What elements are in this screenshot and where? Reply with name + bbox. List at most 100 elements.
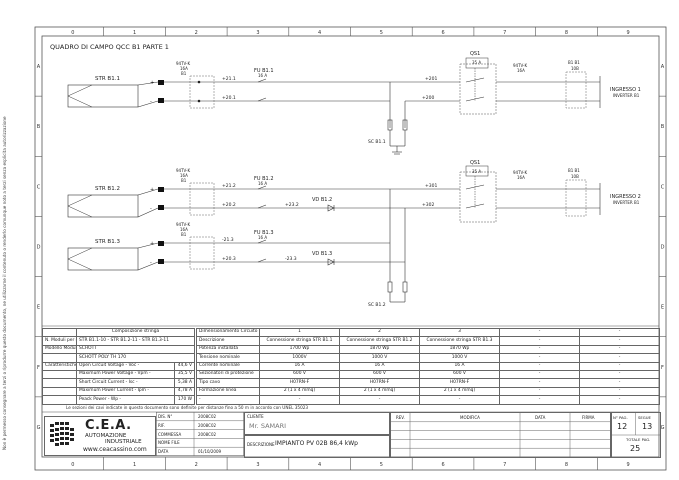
table-cell — [42, 369, 77, 380]
plus-sign: + — [150, 241, 154, 247]
frame-row-label: G — [661, 425, 665, 431]
table-cell: Sezionatori di protezione — [196, 369, 260, 380]
fuse-rating: 16 A — [258, 73, 267, 78]
table-row: Dimensionamento Circuito n° 1 2 3 - - — [196, 327, 660, 338]
table-cell: Maximum Power Current - Ipm - — [76, 386, 175, 397]
table-header-cell: - — [499, 327, 580, 338]
string-b1-2-circuit: STR B1.2 + - 94TV-K 16A B1 +21.2 +20.2 F… — [67, 168, 405, 218]
minus-sign: - — [150, 206, 152, 212]
frame-col-label: 0 — [71, 462, 74, 468]
table-cell: - — [499, 386, 580, 397]
terminal-dot — [197, 80, 201, 84]
table-row: Composizione stringa — [42, 327, 195, 338]
fuse-rating: 16 A — [258, 235, 267, 240]
fuse-label: FU B1.1 — [254, 68, 274, 74]
spd-bot: B1 — [181, 232, 187, 237]
table-cell: 5,38 A — [174, 378, 195, 388]
sheet-value-current: 12 — [617, 422, 628, 431]
surge-protector-b1-1: SC B1.1 — [368, 82, 408, 155]
table-row: Short Circuit Current - Isc -5,38 A — [42, 378, 195, 388]
switch-qs1-bottom: QS1 35 A — [459, 160, 497, 223]
wire — [137, 81, 159, 86]
company-sub1: AUTOMAZIONE — [85, 433, 127, 439]
wire-label: +301 — [425, 183, 437, 189]
string-b1-3-circuit: STR B1.3 + - 94TV-K 16A B1 -21.3 +20.3 F… — [67, 222, 405, 271]
table-cell: 1870 Wp — [419, 344, 500, 355]
fuse-label: FU B1.3 — [254, 230, 274, 236]
table-cell: Short Circuit Current - Isc - — [76, 378, 175, 388]
spd-mid: 16A — [180, 173, 188, 178]
client-value: Mr. SAMARI — [249, 422, 286, 430]
meta-value: 2008C02 — [198, 414, 217, 419]
rev-header: DATA — [535, 414, 546, 420]
table-cell: H07RN-F — [259, 378, 340, 388]
spd-mid: 16A — [180, 227, 188, 232]
globe-logo-icon — [50, 422, 74, 446]
rev-header: REV. — [396, 414, 405, 420]
table-cell: - — [579, 369, 660, 380]
fuse-symbol — [257, 97, 267, 102]
table-cell: 2 (1 x 4 mmq) — [259, 386, 340, 397]
table-cell: - — [419, 395, 500, 405]
diode-label: VD B1.3 — [312, 251, 332, 257]
description-field: DESCRIZIONE IMPIANTO PV 02B 86,4 kWp — [244, 434, 391, 458]
frame-col-label: 9 — [627, 462, 630, 468]
spd-top: 94TV-K — [513, 170, 527, 175]
output-terminal-sub: 10B — [571, 174, 579, 179]
frame-col-label: 7 — [503, 30, 506, 36]
spd-mid: 16A — [180, 66, 188, 71]
wire-label: +201 — [425, 76, 437, 82]
spd-top: 94TV-K — [176, 168, 190, 173]
table-cell: Open Circuit Voltage - Voc - — [76, 361, 175, 371]
table-row: Caratteristiche ModuloOpen Circuit Volta… — [42, 361, 195, 371]
cable-label-minus: +20.3 — [222, 256, 236, 262]
table-cell: 600 V — [419, 369, 500, 380]
frame-col-label: 2 — [195, 462, 198, 468]
meta-column: DIS. N° 2008C02 RIF. 2008C02 COMMESSA 20… — [156, 412, 244, 456]
spd-top: 94TV-K — [176, 222, 190, 227]
table-cell: Maximum Power Voltage - Vpm - — [76, 369, 175, 380]
table-header-cell: Dimensionamento Circuito n° — [196, 327, 260, 338]
table-cell: 4,78 A — [174, 386, 195, 397]
frame-col-label: 1 — [133, 462, 136, 468]
frame-row-label: A — [661, 64, 665, 70]
table-cell: Peack Power - Wp - — [76, 395, 175, 405]
table-cell: Formazione linea — [196, 386, 260, 397]
fuse-rating: 16 A — [258, 181, 267, 186]
cable-label-plus: -21.3 — [222, 237, 234, 243]
diode-wire-a: +23.2 — [285, 202, 299, 208]
meta-label: COMMESSA — [158, 431, 182, 437]
rev-header: FIRMA — [582, 414, 595, 420]
connector-minus — [158, 98, 164, 103]
output-label-2: INVERTER B1 — [613, 93, 640, 98]
table-cell: Connessione stringa STR B1.3 — [419, 336, 500, 346]
table-cell: Caratteristiche Modulo — [42, 361, 77, 371]
table-cell: - — [579, 336, 660, 346]
frame-row-label: D — [661, 245, 665, 251]
module-spec-table: Composizione stringa N. Moduli per strin… — [42, 327, 195, 405]
frame-row-label: D — [37, 245, 41, 251]
frame-col-label: 6 — [441, 30, 444, 36]
switch-label: QS1 — [470, 160, 480, 166]
frame-col-label: 9 — [627, 30, 630, 36]
switch-label: QS1 — [470, 51, 480, 57]
table-cell — [42, 386, 77, 397]
plus-sign: + — [150, 80, 154, 86]
frame-col-label: 5 — [380, 462, 383, 468]
frame-col-label: 3 — [256, 462, 259, 468]
table-cell: Corrente nominale — [196, 361, 260, 371]
table-cell: SCHOTT — [76, 344, 195, 355]
output-label-2: INVERTER B1 — [613, 200, 640, 205]
frame-row-label: G — [37, 425, 41, 431]
table-cell: Tensione nominale — [196, 353, 260, 363]
table-cell: H07RN-F — [419, 378, 500, 388]
company-website: www.ceacassino.com — [83, 446, 147, 453]
frame-row-label: E — [661, 305, 664, 311]
table-cell: 600 V — [339, 369, 420, 380]
meta-label: NOME FILE — [158, 440, 180, 446]
table-cell: Potenza installata — [196, 344, 260, 355]
pv-module-b1-1 — [67, 84, 139, 108]
